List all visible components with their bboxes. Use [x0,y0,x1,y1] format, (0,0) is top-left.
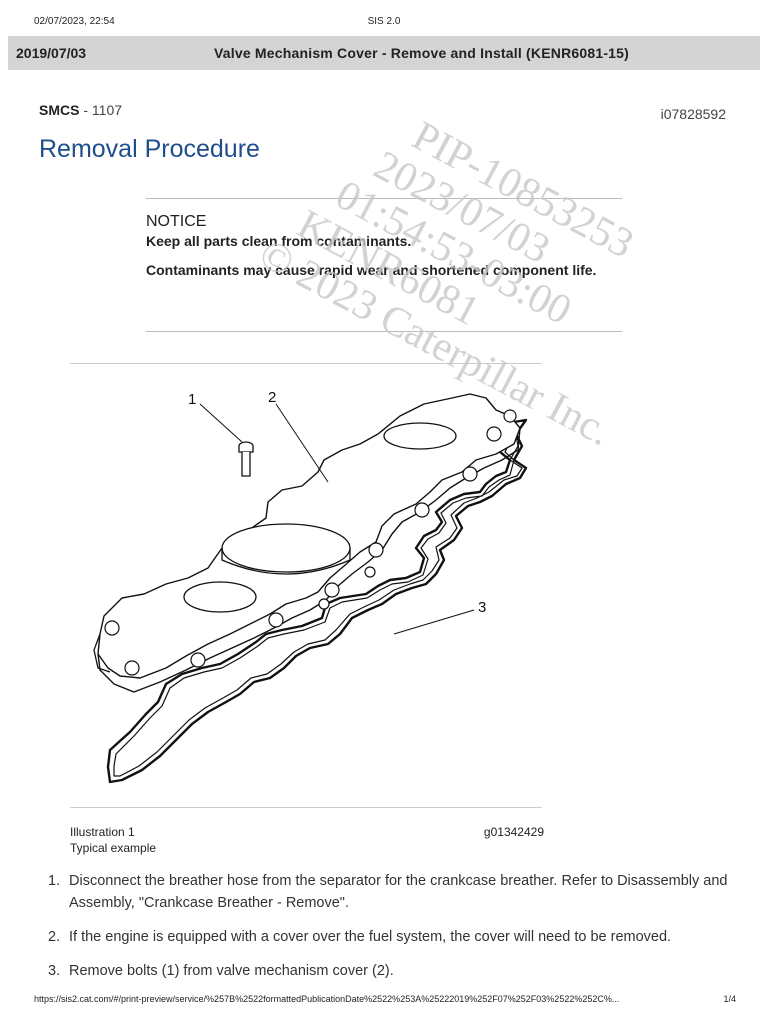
center-cap [221,523,351,573]
procedure-steps: 1. Disconnect the breather hose from the… [48,870,738,994]
document-id: i07828592 [660,106,726,122]
step-text: Disconnect the breather hose from the se… [69,873,728,911]
smcs-code: SMCS - 1107 [39,102,122,118]
notice-box: NOTICE Keep all parts clean from contami… [146,213,622,291]
print-datetime: 02/07/2023, 22:54 [34,16,115,27]
step-number: 1. [48,873,61,889]
step-text: Remove bolts (1) from valve mechanism co… [69,963,394,979]
caption-subtitle: Typical example [70,841,157,855]
step-number: 3. [48,963,61,979]
page-number: 1/4 [723,994,736,1004]
section-heading: Removal Procedure [39,135,260,163]
caption-title: Illustration 1 [70,825,135,839]
callout-2: 2 [268,389,276,406]
front-port [383,422,457,450]
graphic-id: g01342429 [483,825,544,839]
smcs-label: SMCS [39,102,80,118]
print-app-name: SIS 2.0 [367,16,401,27]
smcs-value: 1107 [91,102,123,118]
smcs-separator: - [79,102,92,118]
figure-top-divider [70,363,542,364]
notice-paragraph: Contaminants may cause rapid wear and sh… [146,262,597,278]
print-header: 02/07/2023, 22:54 SIS 2.0 [0,16,768,30]
notice-title: NOTICE [146,213,207,230]
step-number: 2. [48,929,61,945]
figure-bottom-divider [70,807,542,808]
gasket-outline [106,418,528,784]
document-title-bar: 2019/07/03 Valve Mechanism Cover - Remov… [8,36,760,70]
print-footer: https://sis2.cat.com/#/print-preview/ser… [0,994,768,1008]
rear-port [183,581,257,613]
callout-3: 3 [478,599,486,616]
center-cap-side [221,548,351,575]
document-title: Valve Mechanism Cover - Remove and Insta… [214,45,630,61]
list-item: 1. Disconnect the breather hose from the… [48,870,738,914]
list-item: 3. Remove bolts (1) from valve mechanism… [48,960,738,982]
publication-date: 2019/07/03 [16,45,87,61]
notice-top-divider [146,198,622,199]
step-text: If the engine is equipped with a cover o… [69,929,672,945]
bolt [238,441,254,477]
front-boss [93,633,111,673]
illustration-figure: 1 2 3 [70,372,670,802]
notice-bottom-divider [146,331,622,332]
print-url: https://sis2.cat.com/#/print-preview/ser… [34,994,620,1004]
valve-cover-diagram: 1 2 3 [93,389,528,784]
callout-1: 1 [188,391,196,408]
list-item: 2. If the engine is equipped with a cove… [48,926,738,948]
notice-paragraph: Keep all parts clean from contaminants. [146,233,412,249]
illustration-caption: Illustration 1 Typical example g01342429 [70,824,544,856]
